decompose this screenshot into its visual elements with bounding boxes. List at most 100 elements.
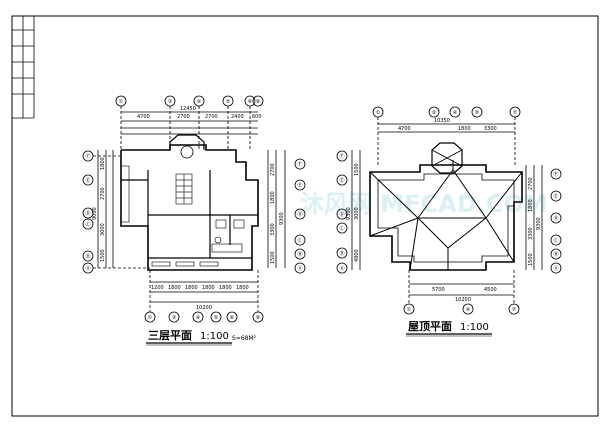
- dim-bottom-2: 1800: [168, 285, 181, 291]
- axis-top-1: ①: [119, 99, 124, 105]
- axis-bottom-1: ①: [148, 315, 153, 321]
- third-floor-plan: [82, 95, 306, 323]
- roof-axis-left-D: Ⓓ: [339, 211, 344, 218]
- dim-left-total: 9000: [92, 207, 98, 220]
- roof-axis-top-1: ①: [376, 110, 381, 116]
- roof-axis-labels: ① ③ ④ ⑤ ⑦ ① ④ ⑦ Ⓐ Ⓑ Ⓒ Ⓓ Ⓔ Ⓕ Ⓐ Ⓑ Ⓒ Ⓓ Ⓔ Ⓕ: [339, 110, 558, 313]
- dim-bottom-1: 1200: [151, 285, 164, 291]
- dim-bottom-3: 1800: [185, 285, 198, 291]
- axis-bottom-6: ⑧: [256, 315, 261, 321]
- dim-top-5: 600: [252, 114, 262, 120]
- dim-top-2: 2700: [177, 114, 190, 120]
- dim-bottom-5: 1800: [219, 285, 232, 291]
- roof-axis-left-E: Ⓔ: [339, 177, 344, 184]
- third-floor-title: 三层平面: [148, 329, 192, 342]
- roof-axis-bottom-2: ④: [466, 307, 471, 313]
- axis-left-B: Ⓑ: [85, 253, 90, 260]
- roof-axis-right-E: Ⓔ: [553, 193, 558, 200]
- roof-dim-right-1: 2700: [528, 177, 534, 190]
- axis-top-6: ⑧: [256, 99, 261, 105]
- roof-dim-left-total: 9300: [346, 207, 352, 220]
- dim-top-4: 2400: [231, 114, 244, 120]
- roof-dim-right-3: 3300: [528, 227, 534, 240]
- roof-axis-left-B: Ⓑ: [339, 250, 344, 257]
- roof-dim-bottom-2: 4500: [484, 287, 497, 293]
- axis-left-E: Ⓔ: [85, 177, 90, 184]
- roof-dim-right-total: 9300: [536, 217, 542, 230]
- roof-plan: [336, 106, 562, 315]
- title-block-strip: [12, 16, 35, 119]
- watermark: 沐风网 MFCAD.COM: [300, 190, 548, 218]
- roof-dimension-text: 4700 1800 3300 10350 5700 4500 10200 150…: [346, 118, 542, 303]
- roof-top-axis-bubbles: [372, 106, 521, 165]
- dim-right-3: 3300: [270, 223, 276, 236]
- dim-right-2: 1800: [270, 191, 276, 204]
- dim-right-1: 2700: [270, 163, 276, 176]
- third-floor-area: S=68M²: [232, 335, 257, 342]
- right-axis-bubbles: [294, 158, 306, 274]
- dim-left-1: 1500: [100, 249, 106, 262]
- axis-top-5: ⑥: [248, 99, 253, 105]
- axis-top-2: ③: [168, 99, 172, 105]
- dim-right-total: 9300: [279, 212, 285, 225]
- roof-axis-right-D: Ⓓ: [553, 215, 558, 222]
- axis-right-D: Ⓓ: [297, 211, 302, 218]
- third-floor-dimension-text: 4700 2700 2700 2400 600 12450 1200 1800 …: [92, 106, 285, 311]
- roof-axis-top-2: ③: [432, 110, 436, 116]
- roof-axis-top-5: ⑦: [513, 110, 518, 116]
- roof-axis-top-3: ④: [453, 110, 458, 116]
- axis-left-C: Ⓒ: [85, 221, 90, 228]
- roof-left-axis-bubbles: [336, 150, 348, 274]
- roof-axis-left-A: Ⓐ: [339, 265, 344, 272]
- axis-right-E: Ⓔ: [297, 182, 302, 189]
- roof-dim-right-4: 1500: [528, 253, 534, 266]
- axis-bottom-3: ④: [196, 315, 201, 321]
- roof-title: 屋顶平面: [408, 320, 452, 333]
- roof-axis-right-A: Ⓐ: [553, 265, 558, 272]
- roof-axis-left-C: Ⓒ: [339, 225, 344, 232]
- roof-dim-top-3: 3300: [484, 126, 497, 132]
- axis-right-A: Ⓐ: [297, 265, 302, 272]
- dim-right-4: 1500: [270, 251, 276, 264]
- axis-top-4: ⑤: [226, 99, 230, 105]
- dim-top-total: 12450: [180, 106, 196, 112]
- axis-bottom-5: ⑥: [230, 315, 235, 321]
- axis-right-C: Ⓒ: [297, 237, 302, 244]
- axis-bottom-2: ③: [172, 315, 176, 321]
- roof-dim-left-3: 4800: [354, 249, 360, 262]
- dim-bottom-total: 10200: [196, 305, 212, 311]
- roof-dim-top-2: 1800: [458, 126, 471, 132]
- third-floor-scale: 1:100: [200, 331, 229, 342]
- roof-axis-left-F: Ⓕ: [339, 153, 344, 160]
- roof-dim-right-2: 1800: [528, 199, 534, 212]
- axis-left-A: Ⓐ: [85, 265, 90, 272]
- sheet-border: [11, 15, 599, 417]
- dim-bottom-4: 1800: [202, 285, 215, 291]
- roof-axis-bottom-3: ⑦: [512, 307, 517, 313]
- roof-bottom-axis-bubbles: [403, 270, 520, 315]
- dim-left-2: 3000: [100, 223, 106, 236]
- roof-axis-right-F: Ⓕ: [553, 171, 558, 178]
- roof-axis-bottom-1: ①: [407, 307, 412, 313]
- axis-right-B: Ⓑ: [297, 251, 302, 258]
- top-axis-bubbles: [115, 95, 264, 150]
- dim-top-1: 4700: [137, 114, 150, 120]
- axis-bottom-4: ⑤: [214, 315, 218, 321]
- left-axis-bubbles: [82, 150, 150, 274]
- roof-dim-top-total: 10350: [434, 118, 450, 124]
- bottom-axis-bubbles: [144, 270, 264, 323]
- dim-top-3: 2700: [205, 114, 218, 120]
- roof-dim-left-1: 1500: [354, 163, 360, 176]
- dim-bottom-6: 1800: [236, 285, 249, 291]
- roof-axis-top-4: ⑤: [475, 110, 479, 116]
- roof-dim-bottom-1: 5700: [432, 287, 445, 293]
- roof-right-axis-bubbles: [550, 168, 562, 274]
- roof-dim-left-2: 3000: [354, 207, 360, 220]
- axis-right-F: Ⓕ: [297, 161, 302, 168]
- roof-axis-right-C: Ⓒ: [553, 237, 558, 244]
- roof-dim-top-1: 4700: [398, 126, 411, 132]
- dim-left-4: 1800: [100, 157, 106, 170]
- third-floor-axis-labels: ① ③ ④ ⑤ ⑥ ⑧ ① ③ ④ ⑤ ⑥ ⑧ Ⓐ Ⓑ Ⓒ Ⓓ Ⓔ Ⓕ Ⓐ Ⓑ …: [85, 99, 302, 321]
- axis-top-3: ④: [197, 99, 202, 105]
